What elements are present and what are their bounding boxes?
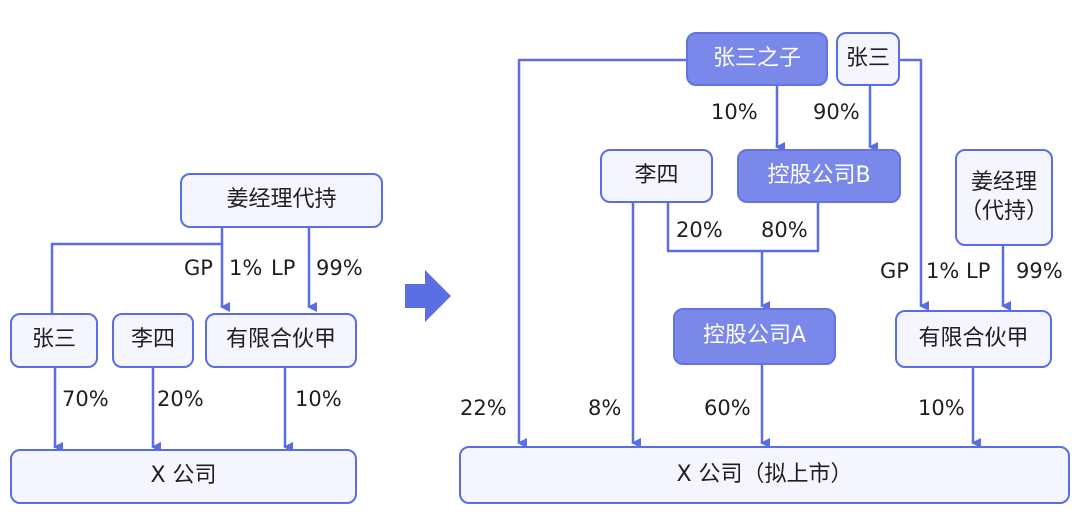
left-label-gp: GP: [184, 256, 213, 280]
right-label-lp-pct: 99%: [1016, 259, 1063, 283]
right-label-gp-pct: 1%: [926, 259, 960, 283]
right-node-company-x: X 公司（拟上市）: [459, 446, 1070, 504]
right-node-holding-b: 控股公司B: [737, 149, 901, 203]
right-node-jiang: 姜经理 （代持）: [955, 149, 1053, 246]
left-node-jiang-proxy: 姜经理代持: [180, 173, 383, 228]
right-node-li-si: 李四: [600, 149, 713, 203]
right-label-li-direct-pct: 8%: [588, 396, 622, 420]
right-label-gp: GP: [880, 259, 909, 283]
right-li-b-merge-line: [666, 203, 820, 253]
right-zhang-to-partnership-arrow: [900, 58, 929, 311]
left-node-company-x: X 公司: [10, 449, 357, 504]
right-node-holding-a: 控股公司A: [673, 308, 836, 365]
left-node-partnership: 有限合伙甲: [205, 313, 357, 368]
right-label-a-pct: 60%: [704, 396, 751, 420]
right-label-zhang-pct: 90%: [813, 100, 860, 124]
left-label-zhang-pct: 70%: [62, 387, 109, 411]
left-label-lp: LP: [271, 256, 296, 280]
right-label-li-b-pct: 20%: [676, 218, 723, 242]
right-arrow-icon: [405, 270, 451, 322]
right-label-lp: LP: [966, 259, 991, 283]
right-node-partnership: 有限合伙甲: [895, 310, 1052, 368]
right-node-zhang-son: 张三之子: [686, 32, 828, 86]
right-node-zhang-san: 张三: [836, 32, 900, 86]
left-label-gp-pct: 1%: [229, 256, 263, 280]
left-label-partnership-pct: 10%: [295, 387, 342, 411]
left-proxy-bus-line: [50, 242, 222, 313]
right-label-partnership-pct: 10%: [918, 396, 965, 420]
left-node-li-si: 李四: [112, 313, 194, 368]
right-son-direct-arrow: [517, 58, 686, 448]
right-label-son-direct-pct: 22%: [460, 396, 507, 420]
left-label-lp-pct: 99%: [316, 256, 363, 280]
right-label-b-pct: 80%: [761, 218, 808, 242]
left-node-zhang-san: 张三: [10, 313, 98, 368]
left-label-li-pct: 20%: [157, 387, 204, 411]
right-label-son-pct: 10%: [711, 100, 758, 124]
